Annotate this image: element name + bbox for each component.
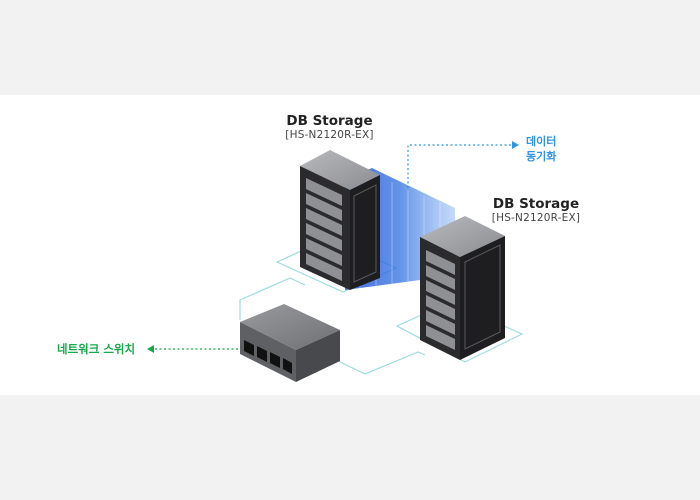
storage-1-label: DB Storage [HS-N2120R-EX] <box>282 113 377 141</box>
storage-2-title: DB Storage <box>492 196 580 212</box>
storage-server-2 <box>420 216 505 360</box>
network-switch-label: 네트워크 스위치 <box>57 342 136 356</box>
storage-2-label: DB Storage [HS-N2120R-EX] <box>486 196 586 224</box>
data-sync-arrow <box>407 144 512 188</box>
storage-1-title: DB Storage <box>286 113 373 129</box>
server-2-bays <box>426 250 455 350</box>
data-sync-line1: 데이터 <box>526 135 557 148</box>
data-sync-arrowhead <box>512 141 519 149</box>
storage-server-1 <box>300 150 380 290</box>
network-switch-device <box>240 304 340 382</box>
storage-1-model: [HS-N2120R-EX] <box>285 129 374 141</box>
switch-pointer-arrowhead <box>147 345 154 353</box>
switch-ports <box>244 340 292 374</box>
storage-2-model: [HS-N2120R-EX] <box>491 212 581 224</box>
connection-lines <box>239 277 426 375</box>
server-1-bays <box>306 178 342 281</box>
data-sync-line2: 동기화 <box>526 150 557 163</box>
data-sync-label: 데이터 동기화 <box>526 134 556 164</box>
